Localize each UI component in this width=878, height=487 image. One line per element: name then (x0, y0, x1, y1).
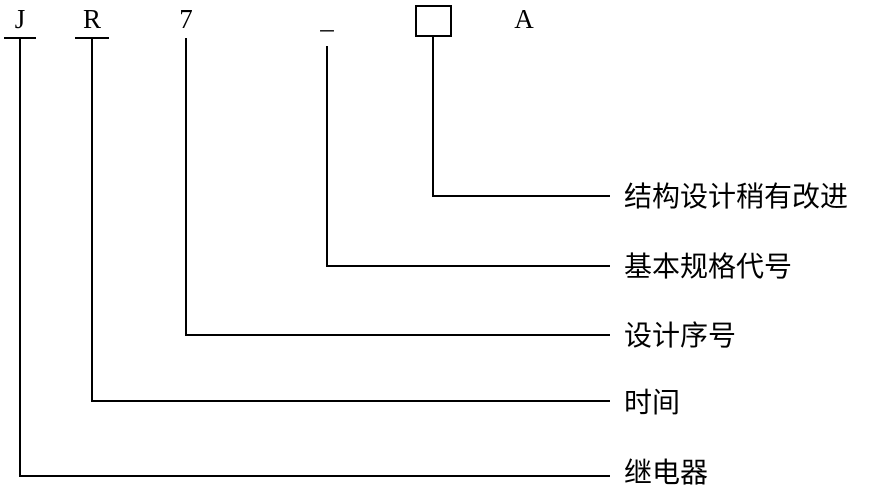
leader-line-structure (432, 36, 610, 197)
code-dash: _ (319, 4, 334, 34)
code-letter-a: A (514, 4, 534, 34)
label-design-serial: 设计序号 (624, 319, 736, 352)
leader-line-spec (326, 46, 610, 267)
label-relay: 继电器 (624, 456, 708, 487)
label-time: 时间 (624, 386, 680, 419)
leader-line-time (91, 38, 610, 402)
code-blank-box (415, 5, 452, 37)
code-letter-r: R (83, 4, 101, 34)
leader-line-relay (19, 38, 610, 477)
code-letter-j: J (15, 4, 26, 34)
label-structure-improved: 结构设计稍有改进 (624, 180, 848, 213)
leader-line-serial (185, 38, 610, 336)
code-digit-7: 7 (179, 4, 193, 34)
label-basic-spec-code: 基本规格代号 (624, 250, 792, 283)
